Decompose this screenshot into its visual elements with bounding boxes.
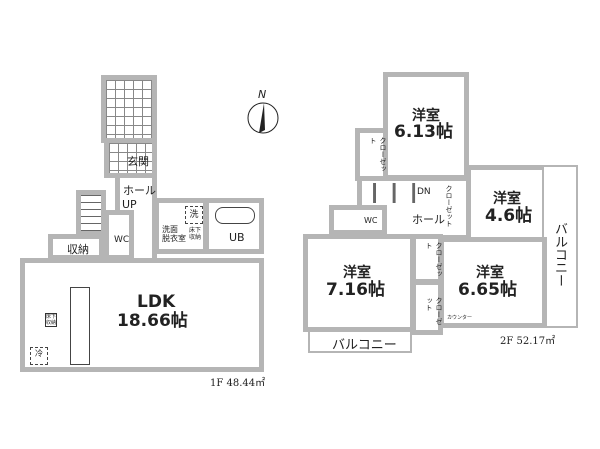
underfloor-storage-label: 床下 収納 bbox=[189, 227, 202, 241]
closet-4-label: クローゼット bbox=[425, 297, 443, 325]
storage-label: 収納 bbox=[67, 243, 89, 256]
bedroom-613-name: 洋室 bbox=[412, 108, 440, 124]
closet-1: クローゼット bbox=[355, 128, 388, 181]
bedroom-613: 洋室 6.13帖 bbox=[383, 72, 469, 180]
bathroom: UB bbox=[204, 198, 264, 254]
wc-1f: WC bbox=[104, 210, 134, 260]
ldk-name: LDK bbox=[137, 292, 176, 312]
counter-label: カウンター bbox=[447, 315, 473, 321]
wc-2f-label: WC bbox=[364, 216, 378, 225]
storage-1f: 収納 bbox=[48, 234, 104, 260]
fridge-space: 冷 bbox=[30, 347, 48, 365]
kitchen-counter bbox=[70, 287, 90, 365]
washroom: 洗面 脱衣室 洗 床下 収納 bbox=[154, 198, 208, 254]
bedroom-665-size: 6.65帖 bbox=[458, 280, 517, 300]
bedroom-716-size: 7.16帖 bbox=[326, 280, 385, 300]
washroom-label: 洗面 脱衣室 bbox=[162, 225, 186, 243]
balcony-right: バルコニー bbox=[542, 165, 578, 328]
closet-3-label: クローゼット bbox=[425, 242, 443, 277]
stairs-2f bbox=[364, 183, 416, 203]
balcony-bottom: バルコニー bbox=[308, 330, 412, 353]
bedroom-665: 洋室 6.65帖 カウンター bbox=[439, 237, 547, 328]
closet-1-label: クローゼット bbox=[369, 137, 387, 172]
dn-label: DN bbox=[417, 187, 431, 197]
closet-2-label: クローゼット bbox=[445, 185, 453, 227]
compass-n-label: N bbox=[258, 88, 267, 101]
entrance-label: 玄関 bbox=[127, 155, 149, 168]
bedroom-716-name: 洋室 bbox=[343, 265, 371, 281]
bedroom-716: 洋室 7.16帖 bbox=[303, 234, 415, 332]
bathtub bbox=[215, 207, 255, 224]
up-label: UP bbox=[122, 198, 137, 211]
compass: N bbox=[245, 88, 281, 136]
entrance-room: 玄関 bbox=[104, 138, 157, 178]
closet-3: クローゼット bbox=[411, 234, 443, 284]
balcony-right-label: バルコニー bbox=[552, 222, 567, 287]
bedroom-613-size: 6.13帖 bbox=[394, 122, 453, 142]
ldk-size: 18.66帖 bbox=[117, 311, 188, 331]
closet-4: クローゼット bbox=[411, 280, 443, 335]
stairs-1f bbox=[76, 190, 106, 236]
floor2-area: 2F 52.17㎡ bbox=[500, 336, 556, 347]
floor1-area: 1F 48.44㎡ bbox=[210, 378, 266, 389]
bedroom-46-name: 洋室 bbox=[493, 191, 521, 207]
ldk: 床下 収納 冷 LDK 18.66帖 bbox=[20, 258, 264, 372]
porch bbox=[101, 75, 157, 143]
bedroom-46: 洋室 4.6帖 bbox=[466, 165, 547, 247]
bedroom-665-name: 洋室 bbox=[476, 265, 504, 281]
washer-space: 洗 bbox=[185, 206, 203, 224]
wc-2f: WC bbox=[329, 205, 387, 235]
compass-arrow-icon bbox=[247, 102, 279, 134]
balcony-bottom-label: バルコニー bbox=[332, 338, 397, 353]
bath-label: UB bbox=[229, 231, 245, 244]
hall-label: ホール bbox=[123, 184, 156, 197]
wc-label: WC bbox=[114, 235, 130, 245]
kitchen-storage-label: 床下 収納 bbox=[45, 313, 58, 327]
bedroom-46-size: 4.6帖 bbox=[485, 206, 533, 226]
hall-2f-label: ホール bbox=[412, 213, 445, 226]
